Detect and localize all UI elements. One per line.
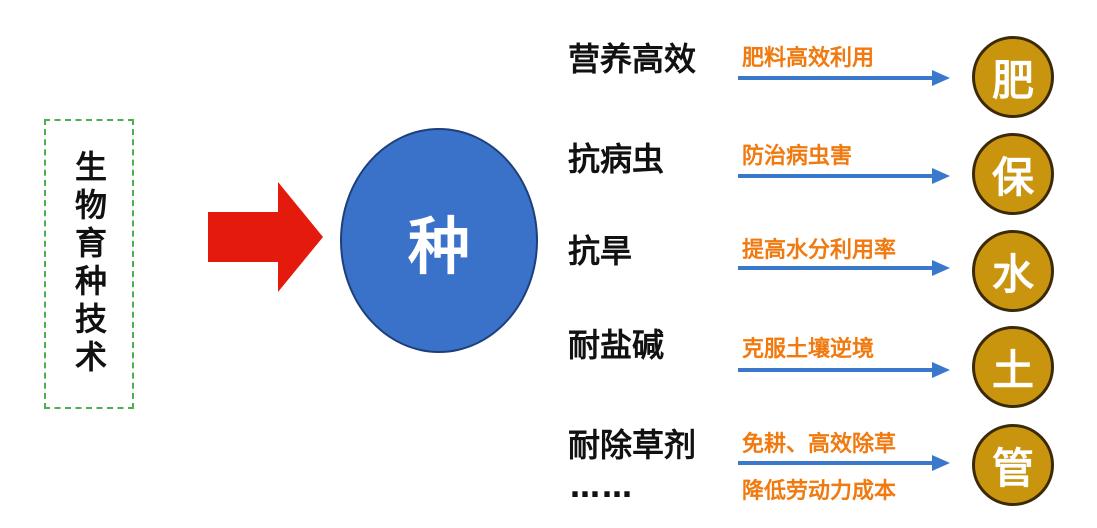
benefit-label: 克服土壤逆境	[742, 337, 875, 362]
benefit-label: 免耕、高效除草	[742, 432, 897, 457]
resource-label: 管	[991, 443, 1034, 493]
seed-label: 种	[407, 209, 470, 283]
resource-circle: 土	[972, 326, 1054, 408]
seed-circle: 种	[340, 128, 538, 353]
resource-circle: 水	[972, 230, 1054, 312]
benefit-label: 降低劳动力成本	[742, 479, 897, 504]
resource-circle: 管	[972, 424, 1054, 506]
resource-label: 水	[991, 249, 1034, 299]
row-arrow	[738, 455, 950, 471]
technology-box: 生物育种技术	[44, 119, 134, 409]
trait-label: 耐盐碱	[568, 326, 665, 364]
resource-label: 土	[991, 345, 1034, 395]
row-arrow	[738, 362, 950, 378]
benefit-label: 防治病虫害	[742, 144, 853, 169]
main-arrow	[208, 182, 323, 292]
more-ellipsis: ……	[570, 470, 634, 505]
row-arrow	[738, 168, 950, 184]
resource-label: 肥	[991, 55, 1034, 105]
resource-circle: 保	[972, 133, 1054, 215]
resource-label: 保	[991, 152, 1034, 202]
resource-circle: 肥	[972, 36, 1054, 118]
benefit-label: 肥料高效利用	[742, 46, 875, 71]
trait-label: 营养高效	[568, 40, 697, 78]
row-arrow	[738, 70, 950, 86]
trait-label: 耐除草剂	[568, 426, 697, 464]
technology-label: 生物育种技术	[70, 150, 108, 378]
benefit-label: 提高水分利用率	[742, 238, 897, 263]
trait-label: 抗旱	[568, 232, 633, 270]
row-arrow	[738, 260, 950, 276]
trait-label: 抗病虫	[568, 140, 665, 178]
